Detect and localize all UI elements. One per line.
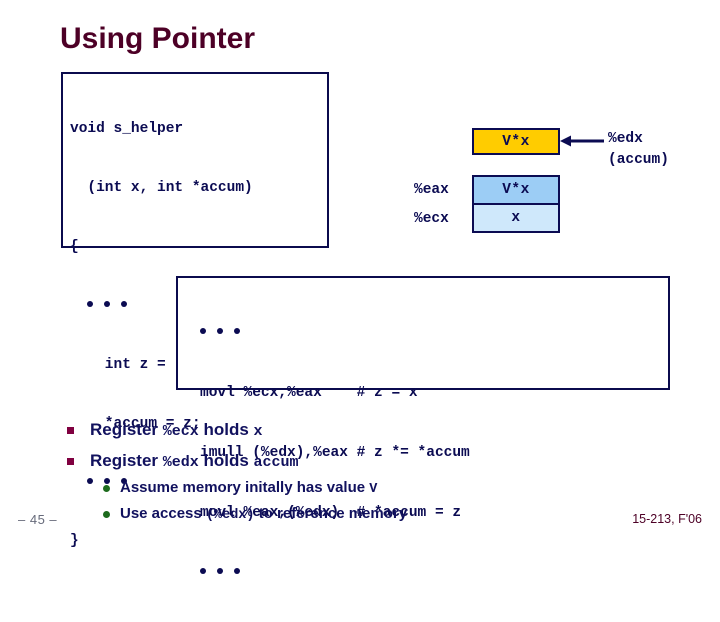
code-line-2: (int x, int *accum) [70,180,253,196]
dot-icon [121,477,128,484]
assembly-code-text: movl %ecx,%eax # z = x imull (%edx),%eax… [200,283,470,622]
dot-icon [234,567,240,574]
round-bullet-icon [103,485,110,492]
assembly-instruction: movl %eax,(%edx) [200,504,348,521]
bullet-text-mono: (%edx) [205,508,255,523]
bullet-text-mid: to reference memory [254,505,408,522]
code-line-6: *accum = z; [70,415,201,432]
arrow-left-icon [560,135,604,147]
assembly-comment: # *accum = z [356,504,462,521]
assembly-line: movl %eax,(%edx) # *accum = z [200,503,470,523]
dot-icon [217,567,223,574]
square-bullet-icon [67,458,74,465]
register-label-eax: %eax [414,182,449,198]
page-title: Using Pointer [60,22,256,55]
bullet-text-mid: holds [198,451,254,470]
bullet-text-mono2: x [253,423,263,440]
dot-icon [104,477,111,484]
code-line-1: void s_helper [70,121,184,137]
bullet-text-mono: %edx [162,454,199,471]
list-item: Use access (%edx) to reference memory [100,504,660,526]
bullet-text-mid: holds [198,420,254,439]
list-item: Assume memory initally has value V [100,478,660,500]
square-bullet-icon [67,427,74,434]
assembly-instruction: movl %ecx,%eax [200,384,348,401]
dot-icon [87,301,94,308]
bullet-text-pre: Register [90,451,163,470]
course-tag: 15-213, F'06 [632,512,702,526]
bullet-text-mono: V [369,482,378,497]
assembly-line: imull (%edx),%eax # z *= *accum [200,443,470,463]
bullet-text-pre: Assume memory initally has value [120,479,370,496]
code-line-3: { [70,239,79,255]
round-bullet-icon [103,511,110,518]
dot-icon [217,328,223,335]
asm-ellipsis-top [200,323,470,343]
assembly-line: movl %ecx,%eax # z = x [200,383,470,403]
list-item: Register %edx holds accum [62,449,682,474]
code-ellipsis-top [70,296,270,316]
bullet-list-level2: Assume memory initally has value V Use a… [100,478,660,530]
dot-icon [87,477,94,484]
assembly-comment: # z *= *accum [356,444,470,461]
code-ellipsis-bottom [70,473,270,493]
pointer-arrow [560,133,604,149]
asm-ellipsis-bottom [200,563,470,583]
assembly-code-box: movl %ecx,%eax # z = x imull (%edx),%eax… [176,276,670,574]
pointer-sublabel-accum: (accum) [608,152,669,168]
bullet-text-mono: %ecx [162,423,199,440]
pointer-label-edx: %edx [608,131,643,147]
dot-icon [234,328,240,335]
bullet-text-pre: Register [90,420,163,439]
assembly-instruction: imull (%edx),%eax [200,444,348,461]
bullet-list-level1: Register %ecx holds x Register %edx hold… [62,418,682,480]
page-number: – 45 – [18,512,58,527]
register-label-ecx: %ecx [414,211,449,227]
assembly-comment: # z = x [356,384,418,401]
dot-icon [104,301,111,308]
c-code-box: void s_helper (int x, int *accum) { int … [61,72,329,549]
slide-canvas: Using Pointer void s_helper (int x, int … [18,22,702,574]
memory-cell-box: V*x [472,128,560,155]
dot-icon [200,567,206,574]
list-item: Register %ecx holds x [62,418,682,443]
bullet-text-mono2: accum [253,454,299,471]
dot-icon [200,328,206,335]
dot-icon [121,301,128,308]
register-cell-eax: V*x [472,175,560,204]
register-cell-ecx: x [472,204,560,233]
bullet-text-pre: Use access [120,505,206,522]
